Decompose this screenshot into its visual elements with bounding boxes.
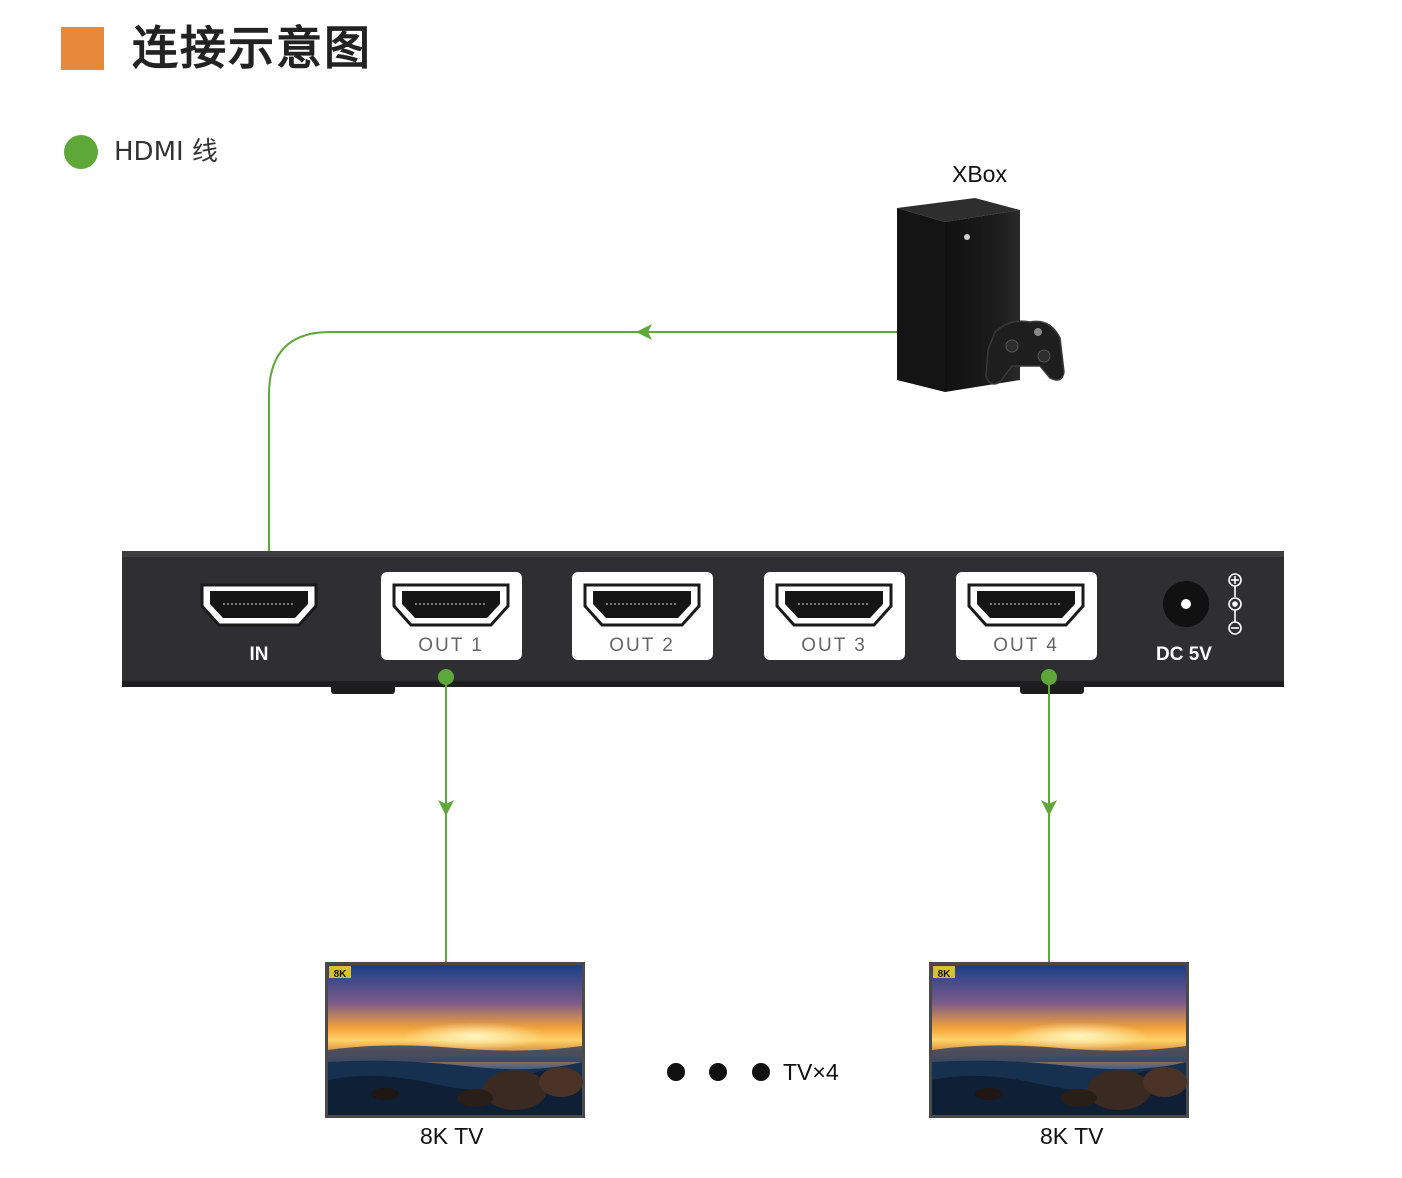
out1-connector-dot <box>438 669 454 685</box>
out-port-4 <box>956 572 1097 660</box>
out4-connector-dot <box>1041 669 1057 685</box>
tv-1-badge: 8K <box>334 969 348 980</box>
xbox-label: XBox <box>952 161 1007 187</box>
ellipsis-dot-3 <box>752 1063 770 1081</box>
tv-display-1: 8K <box>325 962 585 1118</box>
tv-count-label: TV×4 <box>783 1059 839 1085</box>
cable-arrow-left <box>636 324 652 340</box>
cable-arrow-down-1 <box>438 800 454 816</box>
cable-arrow-down-4 <box>1041 800 1057 816</box>
out-port-3 <box>764 572 905 660</box>
tv-2-label: 8K TV <box>1040 1123 1104 1149</box>
hdmi-cable-input <box>268 331 897 565</box>
tv-1-label: 8K TV <box>420 1123 484 1149</box>
in-port <box>200 583 318 627</box>
port-label-out-3: OUT 3 <box>801 635 867 656</box>
port-label-in: IN <box>250 644 269 665</box>
port-label-out-4: OUT 4 <box>993 635 1059 656</box>
port-label-out-1: OUT 1 <box>418 635 484 656</box>
polarity-symbol-icon <box>1228 573 1242 635</box>
ellipsis-dot-2 <box>709 1063 727 1081</box>
port-label-out-2: OUT 2 <box>609 635 675 656</box>
tv-display-2: 8K <box>929 962 1189 1118</box>
tv-2-badge: 8K <box>938 969 952 980</box>
page-title: 连接示意图 <box>132 21 372 75</box>
out-port-1 <box>381 572 522 660</box>
dc-power-jack <box>1163 581 1209 627</box>
legend-hdmi-dot <box>64 135 98 169</box>
xbox-controller-icon <box>985 320 1065 385</box>
title-accent-square <box>61 27 104 70</box>
power-label: DC 5V <box>1156 644 1212 665</box>
ellipsis-dot-1 <box>667 1063 685 1081</box>
out-port-2 <box>572 572 713 660</box>
legend-hdmi-label: HDMI 线 <box>114 137 218 167</box>
